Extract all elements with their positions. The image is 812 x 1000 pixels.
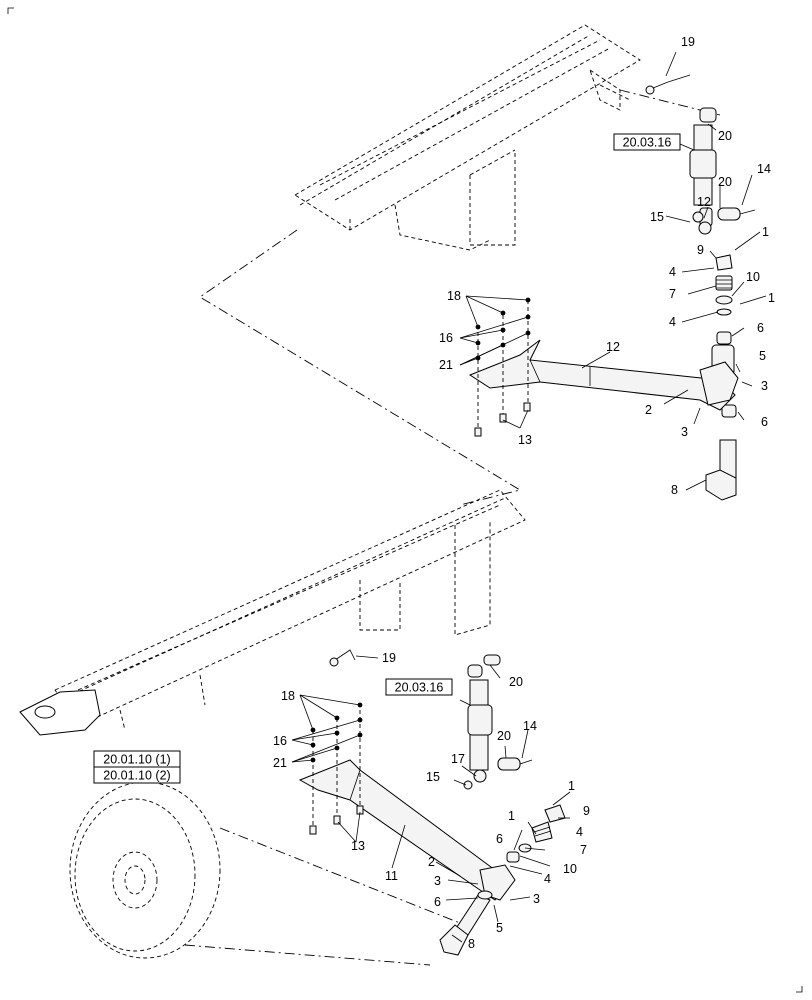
leader-lines-upper (459, 51, 767, 491)
callout: 4 (544, 872, 551, 886)
callout: 20 (497, 729, 511, 743)
callout: 20 (718, 175, 732, 189)
callout: 15 (426, 770, 440, 784)
callout: 13 (351, 839, 365, 853)
callout: 19 (681, 35, 695, 49)
callout: 5 (496, 921, 503, 935)
callout: 6 (757, 321, 764, 335)
callout: 18 (447, 289, 461, 303)
callout: 5 (759, 349, 766, 363)
callout: 20 (718, 129, 732, 143)
reference-box-wheel-2[interactable]: 20.01.10 (2) (93, 766, 181, 784)
callout: 9 (697, 243, 704, 257)
callout: 19 (382, 651, 396, 665)
callout: 7 (580, 843, 587, 857)
upper-bolts (474, 297, 531, 437)
upper-header-frame (294, 24, 641, 251)
corner-marks (7, 7, 803, 993)
callout: 3 (681, 425, 688, 439)
reference-box-upper-cylinder[interactable]: 20.03.16 (613, 133, 681, 151)
ref-label: 20.03.16 (395, 681, 444, 695)
callout: 9 (583, 804, 590, 818)
callout: 6 (496, 832, 503, 846)
callout: 16 (439, 331, 453, 345)
callout: 2 (645, 403, 652, 417)
callout: 4 (576, 825, 583, 839)
callouts-upper: 19 20 14 20 12 15 1 9 4 10 7 1 4 6 5 3 6… (439, 35, 775, 497)
callout: 20 (509, 675, 523, 689)
callout: 10 (563, 862, 577, 876)
callout: 11 (385, 869, 398, 883)
lower-spring-stack (439, 804, 566, 956)
callout: 3 (533, 892, 540, 906)
callout: 3 (761, 379, 768, 393)
ref-label: 20.01.10 (2) (103, 769, 170, 783)
callout: 8 (468, 937, 475, 951)
callout: 16 (273, 734, 287, 748)
callout: 1 (768, 291, 775, 305)
ref-label: 20.01.10 (1) (103, 753, 170, 767)
callout: 14 (757, 162, 771, 176)
callout: 3 (434, 874, 441, 888)
callout: 21 (273, 756, 287, 770)
callout: 1 (762, 225, 769, 239)
ref-label: 20.03.16 (623, 136, 672, 150)
callout: 12 (697, 195, 711, 209)
callout: 14 (523, 719, 537, 733)
callout: 17 (451, 752, 465, 766)
leader-lines-lower (291, 655, 571, 943)
upper-axle-arm (468, 339, 739, 411)
lower-cylinder-assembly (329, 649, 533, 790)
reference-box-lower-cylinder[interactable]: 20.03.16 (385, 678, 453, 696)
reference-box-wheel-1[interactable]: 20.01.10 (1) (93, 750, 181, 768)
tire (69, 781, 466, 966)
callout: 2 (428, 855, 435, 869)
callout: 8 (671, 483, 678, 497)
callouts-lower: 19 20 18 16 21 17 15 20 14 1 9 4 1 7 6 1… (273, 651, 590, 951)
lower-header-frame (19, 489, 526, 736)
callout: 12 (606, 340, 620, 354)
callout: 21 (439, 358, 453, 372)
callout: 15 (650, 210, 664, 224)
callout: 4 (669, 315, 676, 329)
callout: 13 (518, 433, 532, 447)
upper-cylinder-assembly (645, 74, 756, 235)
callout: 18 (281, 689, 295, 703)
callout: 10 (746, 270, 760, 284)
callout: 4 (669, 265, 676, 279)
callout: 1 (508, 809, 515, 823)
callout: 6 (761, 415, 768, 429)
callout: 1 (568, 779, 575, 793)
callout: 7 (669, 287, 676, 301)
callout: 6 (434, 895, 441, 909)
